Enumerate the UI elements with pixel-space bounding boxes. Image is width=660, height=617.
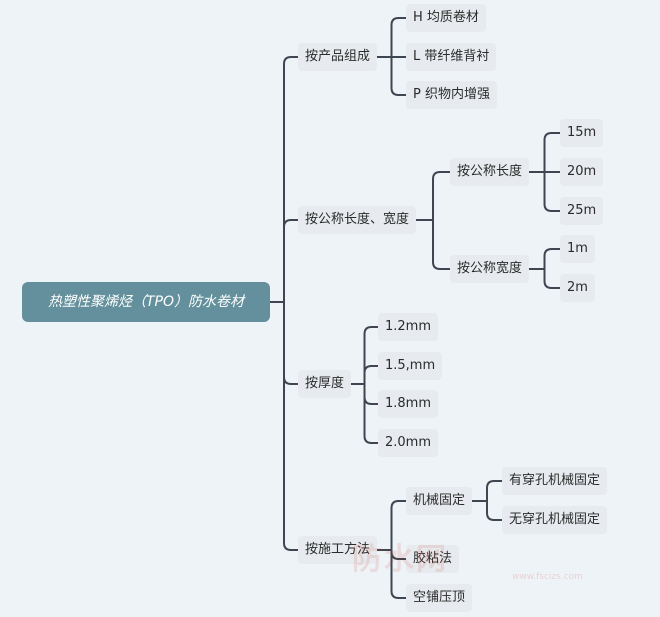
watermark-url: www.fscizs.com [512, 572, 583, 582]
node-h-homogeneous[interactable]: H 均质卷材 [406, 4, 486, 32]
width-link-1 [543, 268, 561, 289]
width-link-0 [543, 248, 561, 270]
root-link-0 [283, 56, 299, 303]
node-perforated-mechanical[interactable]: 有穿孔机械固定 [502, 467, 608, 495]
node-by-composition[interactable]: 按产品组成 [298, 43, 378, 71]
composition-link-2 [390, 56, 407, 96]
node-by-size[interactable]: 按公称长度、宽度 [298, 206, 417, 234]
node-width-1m[interactable]: 1m [560, 235, 595, 263]
watermark-text: 防水网 [352, 542, 448, 577]
composition-link-0 [390, 17, 407, 58]
node-by-construction[interactable]: 按施工方法 [298, 536, 378, 564]
root-node[interactable]: 热塑性聚烯烃（TPO）防水卷材 [22, 282, 270, 322]
node-length-25m[interactable]: 25m [560, 197, 604, 225]
node-mechanical-fixing[interactable]: 机械固定 [406, 487, 473, 515]
node-thickness-2-0mm[interactable]: 2.0mm [378, 429, 439, 457]
mechanical-link-1 [486, 500, 503, 521]
node-by-thickness[interactable]: 按厚度 [298, 370, 352, 398]
construction-link-2 [390, 549, 407, 599]
thickness-link-0 [363, 326, 379, 385]
node-length-20m[interactable]: 20m [560, 158, 604, 186]
node-loose-laid-ballasted[interactable]: 空铺压顶 [406, 584, 473, 612]
root-link-3 [283, 301, 299, 551]
root-link-1 [283, 219, 299, 303]
thickness-link-1 [363, 365, 379, 385]
node-nominal-width[interactable]: 按公称宽度 [450, 255, 530, 283]
length-link-2 [543, 171, 561, 212]
length-link-0 [543, 132, 561, 173]
node-width-2m[interactable]: 2m [560, 274, 595, 302]
root-link-2 [283, 301, 299, 385]
size-link-0 [432, 171, 451, 221]
node-adhesive-method[interactable]: 胶粘法 [406, 545, 460, 573]
node-thickness-1-8mm[interactable]: 1.8mm [378, 390, 439, 418]
node-thickness-1-5mm[interactable]: 1.5,mm [378, 352, 443, 380]
size-link-1 [432, 219, 451, 270]
node-p-fabric-reinforced[interactable]: P 织物内增强 [406, 81, 497, 109]
mechanical-link-0 [486, 480, 503, 502]
node-length-15m[interactable]: 15m [560, 119, 604, 147]
node-thickness-1-2mm[interactable]: 1.2mm [378, 313, 439, 341]
node-non-perforated-mechanical[interactable]: 无穿孔机械固定 [502, 506, 608, 534]
construction-link-0 [390, 500, 407, 551]
thickness-link-2 [363, 383, 379, 405]
node-nominal-length[interactable]: 按公称长度 [450, 158, 530, 186]
node-l-fiber-backed[interactable]: L 带纤维背衬 [406, 43, 497, 71]
thickness-link-3 [363, 383, 379, 444]
